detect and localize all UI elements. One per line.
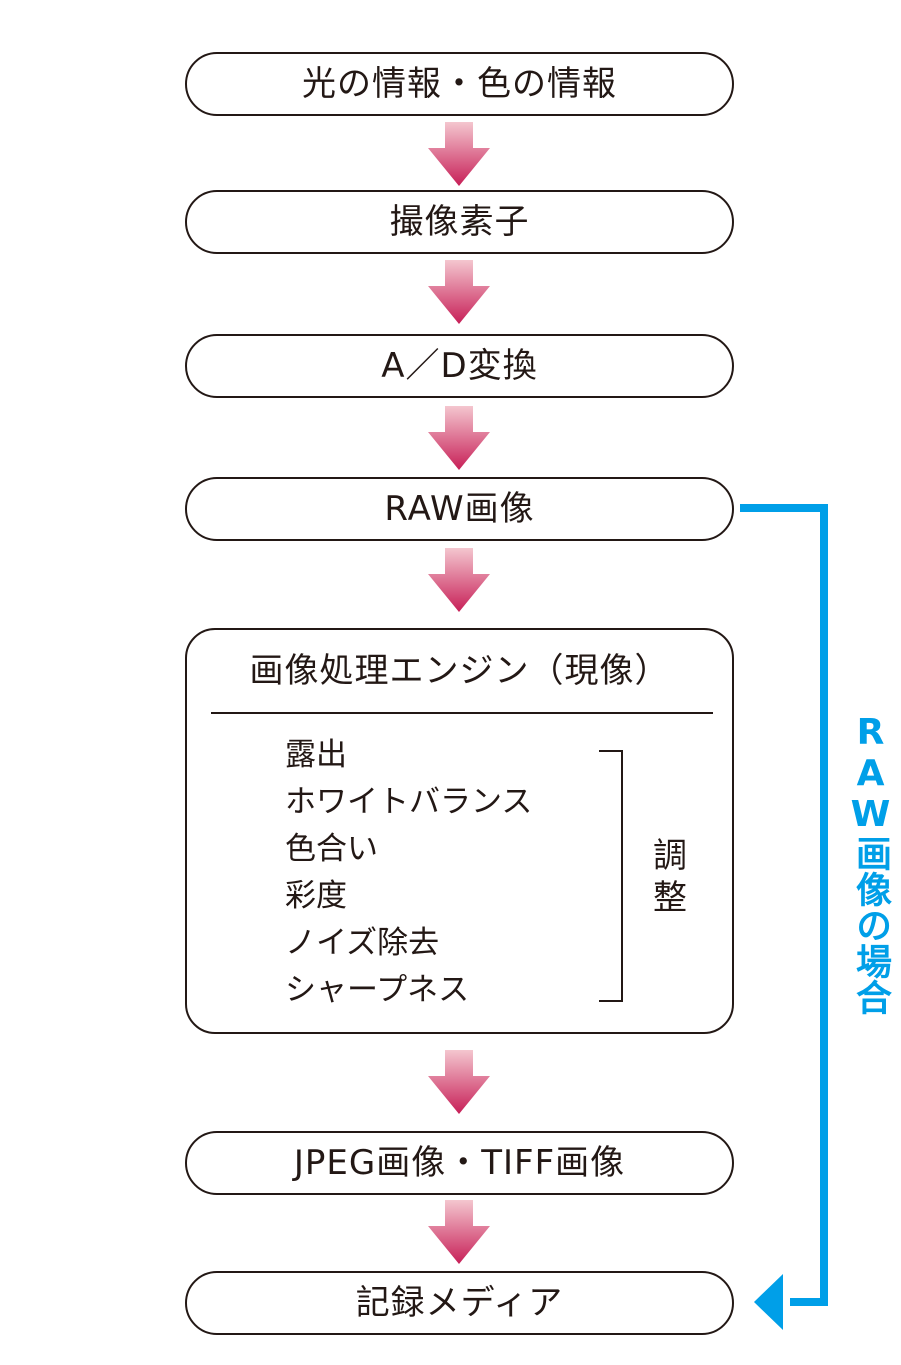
adjustment-item-white-balance: ホワイトバランス	[285, 784, 533, 820]
engine-divider	[211, 712, 713, 714]
image-processing-engine-box: 画像処理エンジン（現像） 露出 ホワイトバランス 色合い 彩度 ノイズ除去 シャ…	[185, 628, 734, 1034]
adjustment-item-saturation: 彩度	[285, 878, 347, 914]
adjustment-item-exposure: 露出	[285, 737, 347, 773]
down-arrow-icon	[428, 260, 490, 324]
step-jpeg-tiff-image-label: JPEG画像・TIFF画像	[293, 1143, 626, 1183]
step-raw-image-label: RAW画像	[384, 489, 535, 529]
step-jpeg-tiff-image: JPEG画像・TIFF画像	[185, 1131, 734, 1195]
adjustment-label: 調 整	[653, 836, 687, 918]
raw-path-label: RAW画像の場合	[850, 712, 891, 1015]
down-arrow-icon	[428, 122, 490, 186]
down-arrow-icon	[428, 1050, 490, 1114]
engine-title: 画像処理エンジン（現像）	[249, 651, 670, 691]
down-arrow-icon	[428, 1200, 490, 1264]
step-image-sensor: 撮像素子	[185, 190, 734, 254]
down-arrow-icon	[428, 548, 490, 612]
step-light-color-info-label: 光の情報・色の情報	[302, 64, 617, 104]
step-image-sensor-label: 撮像素子	[389, 202, 530, 242]
adjustment-item-sharpness: シャープネス	[285, 972, 470, 1008]
adjustment-item-tint: 色合い	[285, 831, 378, 867]
adjustment-item-noise-reduction: ノイズ除去	[285, 925, 440, 961]
left-arrow-icon	[754, 1274, 783, 1330]
step-light-color-info: 光の情報・色の情報	[185, 52, 734, 116]
step-recording-media-label: 記録メディア	[355, 1283, 564, 1323]
step-raw-image: RAW画像	[185, 477, 734, 541]
step-ad-conversion-label: A／D変換	[381, 346, 538, 386]
down-arrow-icon	[428, 406, 490, 470]
adjustment-list: 露出 ホワイトバランス 色合い 彩度 ノイズ除去 シャープネス	[285, 732, 532, 1014]
adjustment-bracket	[599, 750, 623, 1002]
step-ad-conversion: A／D変換	[185, 334, 734, 398]
step-recording-media: 記録メディア	[185, 1271, 734, 1335]
